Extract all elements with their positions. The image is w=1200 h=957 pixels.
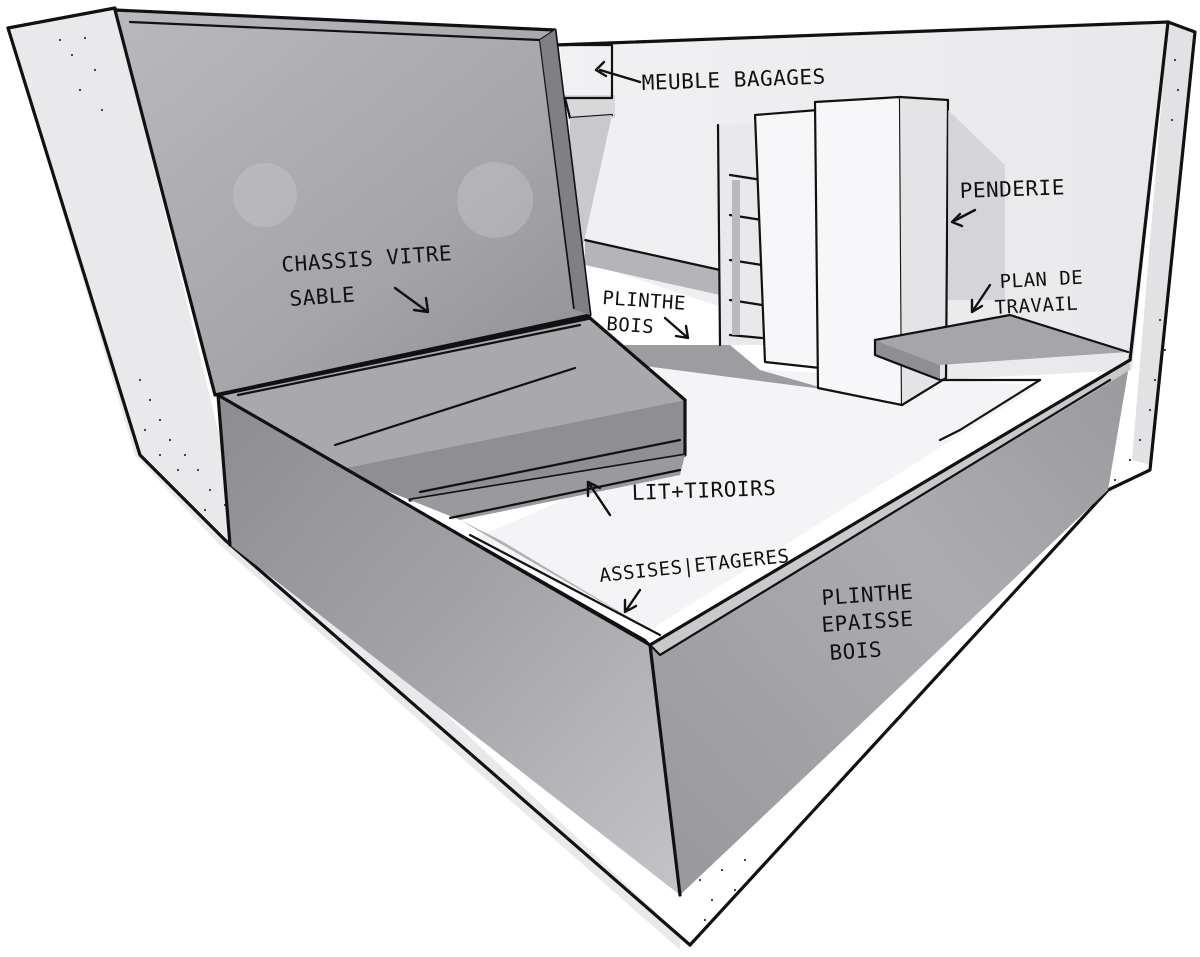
luggage-cabinet xyxy=(556,43,615,260)
label-lit-tiroirs: LIT+TIROIRS xyxy=(631,476,776,505)
label-plan-de-travail-line2: TRAVAIL xyxy=(994,293,1079,319)
stipple-left xyxy=(58,36,227,512)
label-plinthe-bois-line1: PLINTHE xyxy=(602,287,687,315)
label-chassis-line2: SABLE xyxy=(289,282,356,311)
label-plinthe-bois-line2: BOIS xyxy=(606,313,655,338)
floor xyxy=(470,360,1040,630)
bed-platform xyxy=(216,316,687,637)
worktop xyxy=(873,313,1130,382)
label-penderie: PENDERIE xyxy=(959,175,1065,203)
right-wall-strip xyxy=(1132,22,1195,465)
arrow-chassis xyxy=(393,286,430,314)
stipple-right xyxy=(698,58,1180,922)
frosted-window xyxy=(113,8,592,397)
label-plinthe-epaisse-line3: BOIS xyxy=(829,637,883,665)
arrow-meuble-bagages xyxy=(594,60,642,84)
annotation-arrows xyxy=(393,60,992,614)
arrow-penderie xyxy=(950,208,977,228)
arrow-plan-travail xyxy=(970,283,992,314)
arrow-lit-tiroirs xyxy=(586,480,612,517)
front-plinth xyxy=(216,358,1132,897)
back-wall-plinth xyxy=(583,238,830,390)
label-plan-de-travail-line1: PLAN DE xyxy=(999,267,1084,293)
arrow-plinthe-bois xyxy=(663,316,690,340)
arrow-assises xyxy=(623,588,642,614)
left-wall xyxy=(8,8,680,950)
